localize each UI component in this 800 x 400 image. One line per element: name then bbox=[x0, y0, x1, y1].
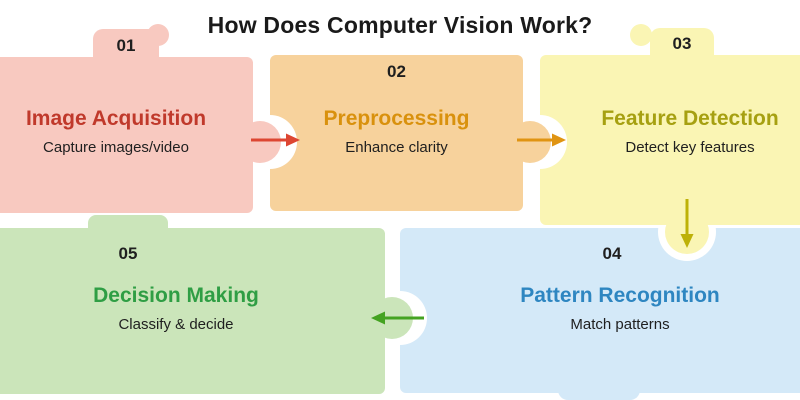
arrow-head bbox=[371, 311, 385, 325]
step-label-2: Preprocessing bbox=[323, 107, 470, 130]
flow-arrow-down-icon-step3-step4 bbox=[680, 199, 694, 248]
step-number-2: 02 bbox=[387, 62, 406, 81]
puzzle-bump-step3 bbox=[630, 24, 652, 46]
step-block-pattern-recognition bbox=[400, 228, 800, 393]
step-label-1: Image Acquisition bbox=[25, 107, 207, 130]
step-number-1: 01 bbox=[116, 36, 136, 55]
flow-arrow-left-icon-step4-step5 bbox=[371, 311, 424, 325]
puzzle-knob-step2-right bbox=[509, 121, 551, 163]
step-description-2: Enhance clarity bbox=[345, 139, 448, 156]
step-description-4: Match patterns bbox=[570, 316, 670, 333]
flow-arrow-right-icon-step2-step3 bbox=[517, 133, 566, 147]
step-block-feature-detection bbox=[540, 55, 800, 225]
step-label-5: Decision Making bbox=[93, 284, 259, 307]
arrow-head bbox=[286, 133, 300, 147]
puzzle-bump-step1 bbox=[147, 24, 169, 46]
step-description-5: Classify & decide bbox=[118, 316, 234, 333]
arrow-head bbox=[552, 133, 566, 147]
arrow-head bbox=[680, 234, 694, 248]
step-block-decision-making bbox=[0, 228, 385, 394]
step-description-3: Detect key features bbox=[625, 139, 755, 156]
flow-arrow-right-icon-step1-step2 bbox=[251, 133, 300, 147]
puzzle-tab-bottom-step4 bbox=[558, 378, 640, 400]
step-number-5: 05 bbox=[118, 244, 138, 263]
step-description-1: Capture images/video bbox=[43, 139, 189, 156]
step-block-image-acquisition bbox=[0, 57, 253, 213]
step-block-preprocessing bbox=[270, 55, 523, 211]
puzzle-tab-top-step5 bbox=[88, 215, 168, 231]
diagram-title: How Does Computer Vision Work? bbox=[207, 12, 593, 38]
puzzle-knob-step1-right bbox=[239, 121, 281, 163]
puzzle-tab-top-step3 bbox=[650, 28, 714, 60]
step-number-4: 04 bbox=[602, 244, 622, 263]
step-number-3: 03 bbox=[672, 34, 692, 53]
step-label-4: Pattern Recognition bbox=[520, 284, 720, 307]
step-label-3: Feature Detection bbox=[601, 107, 779, 130]
